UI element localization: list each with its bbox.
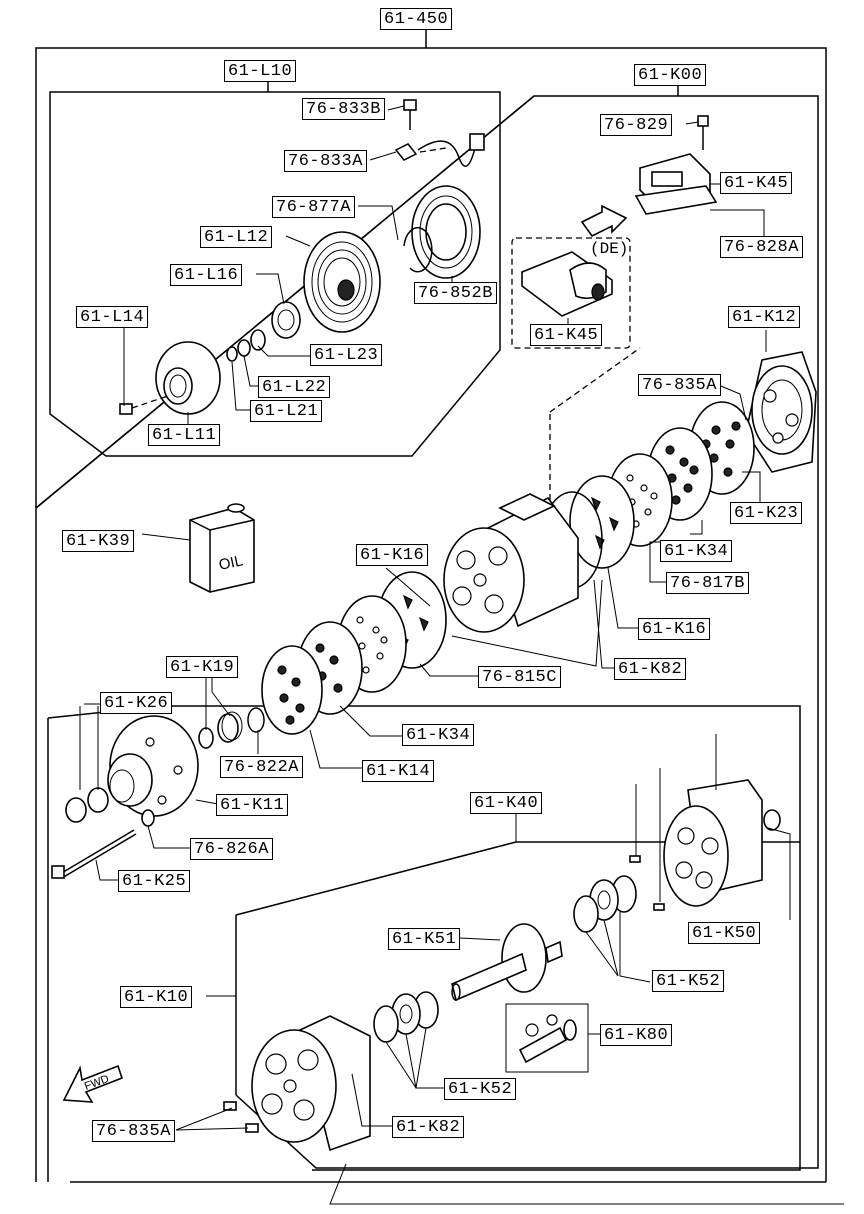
snap-ring-icon: [403, 226, 433, 273]
label-plate-14: 61-K14: [362, 760, 435, 782]
screw-829-icon: [697, 115, 709, 150]
label-l10-hub: 61-L11: [148, 424, 221, 446]
label-valve-80: 61-K80: [600, 1024, 673, 1046]
front-head-icon: [107, 715, 199, 817]
label-front-pin: 76-835A: [92, 1120, 175, 1142]
fwd-arrow-icon: [62, 1064, 123, 1103]
field-coil-icon: [411, 185, 481, 279]
housing-icon: [663, 779, 763, 907]
label-oring-82-low: 61-K82: [392, 1116, 465, 1138]
label-gasket-815c: 76-815C: [478, 666, 561, 688]
harness-connector-icon: [394, 133, 485, 167]
small-bolt-icon: [119, 395, 169, 415]
label-l10-coil: 76-852B: [414, 282, 497, 304]
label-l10-snap-ring: 76-877A: [272, 196, 355, 218]
label-plate-34-right: 61-K34: [660, 540, 733, 562]
seal-kit-icon: [198, 707, 265, 749]
label-shaft: 61-K51: [388, 928, 461, 950]
label-l10-washer-a: 61-L23: [310, 344, 383, 366]
plate-k16-rear-icon: [569, 475, 635, 569]
label-k00-screw: 76-829: [600, 114, 673, 136]
label-cylinder: 61-K10: [120, 986, 193, 1008]
de-valve-box: [511, 237, 631, 349]
label-l10-bolt-small: 61-L14: [76, 306, 149, 328]
fwd-arrow-text: FWD: [83, 1073, 111, 1093]
hub-icon: [155, 341, 221, 415]
label-l10-washer-b: 61-L22: [258, 376, 331, 398]
label-oring-82-mid: 61-K82: [614, 658, 687, 680]
direction-arrow-icon: [580, 204, 628, 238]
label-rear-pin: 76-835A: [638, 374, 721, 396]
bolt-833b-icon: [403, 99, 417, 130]
label-plate-16-right: 61-K16: [638, 618, 711, 640]
shim-icon: [271, 301, 301, 339]
shaft-icon: [451, 923, 563, 1002]
label-k00-gasket: 76-828A: [720, 236, 803, 258]
label-plate-34-mid: 61-K34: [402, 724, 475, 746]
label-ring-817b: 76-817B: [666, 572, 749, 594]
label-compressor-group: 61-K00: [634, 64, 707, 86]
label-oil: 61-K39: [62, 530, 135, 552]
label-rear-head: 61-K12: [728, 306, 801, 328]
oil-can-icon: [189, 503, 255, 593]
washer-826a-icon: [141, 809, 155, 827]
pulley-icon: [303, 231, 381, 333]
label-plate-16-upper: 61-K16: [356, 544, 429, 566]
label-k00-valve-top: 61-K45: [720, 172, 793, 194]
label-front-seal: 61-K26: [100, 692, 173, 714]
plate-k14-icon: [261, 645, 323, 735]
label-front-head: 61-K11: [216, 794, 289, 816]
label-rear-gasket: 61-K23: [730, 502, 803, 524]
control-valve-icon: [634, 153, 718, 215]
clutch-group-outline: [49, 80, 501, 457]
front-pins-icon: [223, 1101, 259, 1133]
de-valve-icon: [521, 251, 613, 317]
label-l10-washer-c: 61-L21: [250, 400, 323, 422]
label-through-bolt: 61-K25: [118, 870, 191, 892]
label-seal-kit: 61-K19: [166, 656, 239, 678]
label-washer-826a: 76-826A: [190, 838, 273, 860]
label-bearing-upper: 61-K52: [652, 970, 725, 992]
label-l10-harness: 76-833A: [284, 150, 367, 172]
rear-head-icon: [745, 351, 817, 473]
housing-pins-icon: [629, 809, 781, 911]
label-clutch-group: 61-L10: [224, 60, 297, 82]
washers-icon: [226, 329, 266, 362]
label-housing: 61-K50: [688, 922, 761, 944]
oil-can-text: OIL: [217, 552, 244, 574]
cylinder-block-icon: [443, 493, 579, 633]
leader-lines: [79, 105, 844, 1205]
label-de-tag: (DE): [590, 240, 629, 258]
label-l10-pulley: 61-L12: [200, 226, 273, 248]
through-bolt-icon: [51, 829, 137, 879]
label-k00-valve-de: 61-K45: [530, 324, 603, 346]
front-seal-icon: [65, 787, 109, 823]
valve-80-icon: [505, 1003, 589, 1073]
label-shaft-group: 61-K40: [470, 792, 543, 814]
label-assembly: 61-450: [380, 8, 453, 30]
label-bearing-lower: 61-K52: [444, 1078, 517, 1100]
label-l10-bolt: 76-833B: [302, 98, 385, 120]
cylinder-front-icon: [251, 1015, 371, 1152]
label-l10-shim: 61-L16: [170, 264, 243, 286]
label-oring-822a: 76-822A: [220, 756, 303, 778]
assembly-outline: [35, 30, 827, 1183]
